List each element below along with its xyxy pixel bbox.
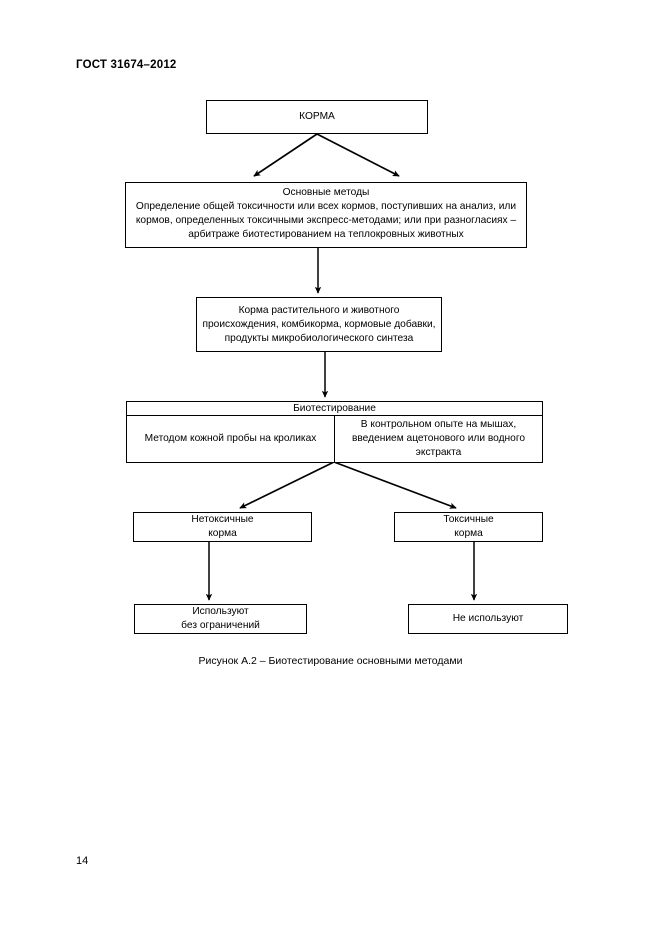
- biotesting-method-skin-test-cell: Методом кожной пробы на кроликах: [127, 416, 335, 462]
- flow-node-do-not-use: Не используют: [408, 604, 568, 634]
- document-standard-header: ГОСТ 31674–2012: [76, 59, 177, 71]
- flow-node-biotesting-table: Биотестирование Методом кожной пробы на …: [126, 401, 543, 463]
- flow-node-use-without-limits-label: Используют без ограничений: [181, 606, 260, 631]
- biotesting-table-header: Биотестирование: [127, 402, 542, 416]
- biotesting-table-body: Методом кожной пробы на кроликах В контр…: [127, 416, 542, 462]
- flow-node-main-methods: Основные методы Определение общей токсич…: [125, 182, 527, 248]
- page-number: 14: [76, 855, 89, 867]
- flow-node-main-methods-title: Основные методы: [282, 187, 370, 198]
- flow-node-feed-types: Корма растительного и животного происхож…: [196, 297, 442, 352]
- flow-node-korma: КОРМА: [206, 100, 428, 134]
- connector-biotesting-to-results: [239, 461, 457, 509]
- connector-korma-to-main-methods: [253, 133, 400, 177]
- biotesting-method-mice-cell: В контрольном опыте на мышах, введением …: [351, 419, 526, 458]
- flow-node-feed-types-label: Корма растительного и животного происхож…: [202, 304, 436, 344]
- flow-node-main-methods-body: Определение общей токсичности или всех к…: [135, 201, 517, 240]
- flow-node-nontoxic-feeds-label: Нетоксичные корма: [191, 514, 254, 539]
- flow-node-korma-label: КОРМА: [299, 111, 335, 122]
- flow-node-nontoxic-feeds: Нетоксичные корма: [133, 512, 312, 542]
- flow-node-toxic-feeds-label: Токсичные корма: [443, 514, 494, 539]
- flow-node-do-not-use-label: Не используют: [452, 613, 524, 624]
- figure-caption: Рисунок А.2 – Биотестирование основными …: [198, 655, 463, 667]
- flow-node-use-without-limits: Используют без ограничений: [134, 604, 307, 634]
- flow-node-toxic-feeds: Токсичные корма: [394, 512, 543, 542]
